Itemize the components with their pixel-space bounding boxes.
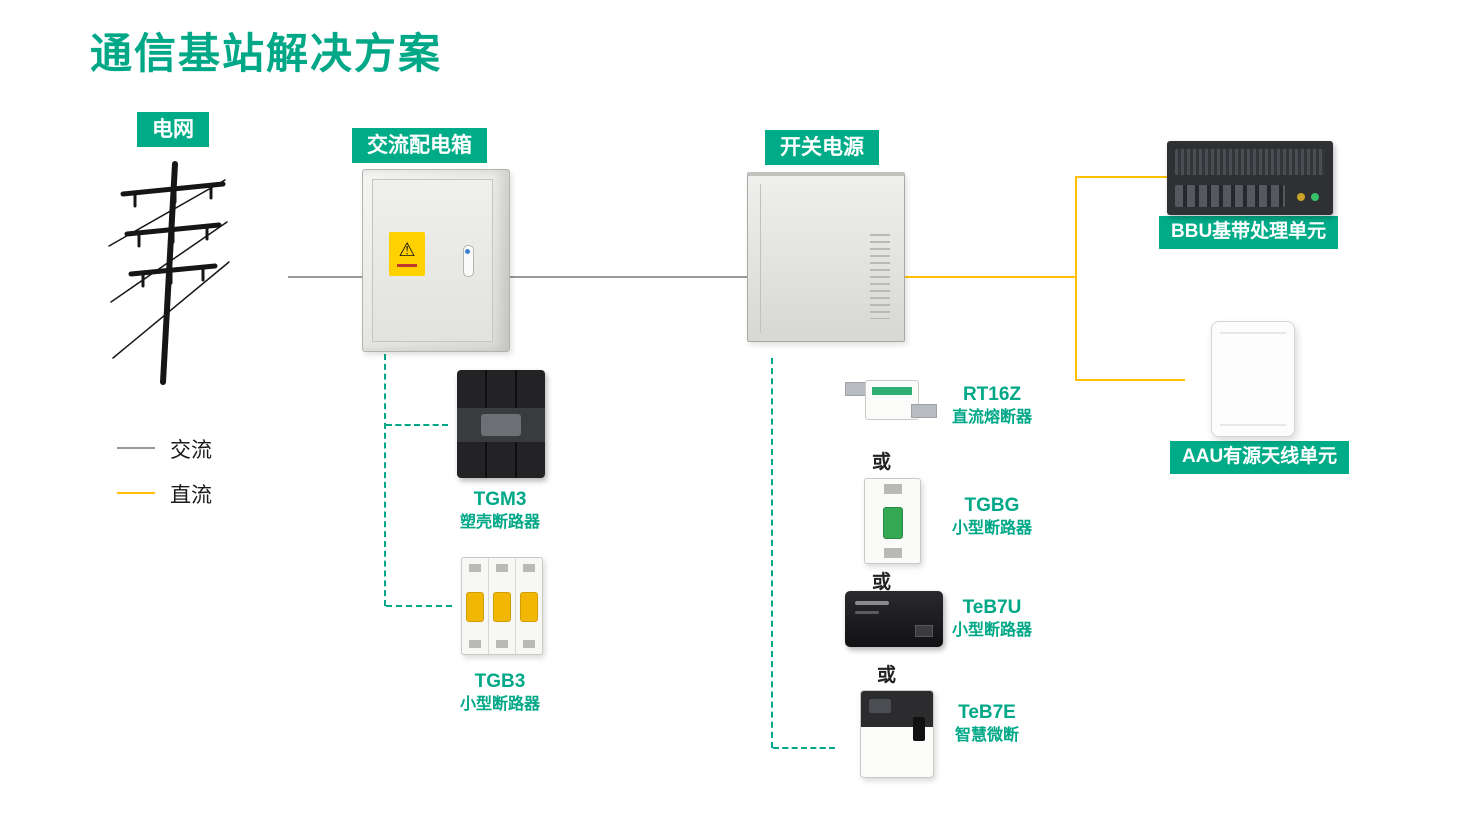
rt16z-label: RT16Z 直流熔断器 xyxy=(927,383,1057,428)
power-door-seam xyxy=(760,184,761,333)
tgbg-terminal-bottom xyxy=(883,548,902,558)
tgm3-desc: 塑壳断路器 xyxy=(459,513,540,531)
dashed-connector-acbox xyxy=(384,354,386,606)
label-grid: 电网 xyxy=(137,112,209,148)
tgbg-terminal-top xyxy=(883,484,902,494)
teb7e-screen xyxy=(869,699,891,713)
tgb3-pole xyxy=(462,558,489,654)
or-label-3: 或 xyxy=(877,665,897,686)
tgm3-name: TGM3 xyxy=(473,489,527,510)
tgb3-toggle xyxy=(493,592,511,622)
teb7e-desc: 智慧微断 xyxy=(954,726,1019,744)
legend-ac-line xyxy=(117,447,155,449)
tgb3-desc: 小型断路器 xyxy=(459,695,540,713)
aau-image xyxy=(1211,321,1295,437)
bbu-led-amber xyxy=(1297,193,1305,201)
tgb3-label: TGB3 小型断路器 xyxy=(435,670,565,715)
power-vents xyxy=(870,234,890,319)
dc-line-to-bbu xyxy=(1077,176,1170,178)
teb7e-image xyxy=(860,690,934,778)
dashed-connector-tgm3 xyxy=(386,424,448,426)
power-tower-illustration xyxy=(108,161,230,385)
tgbg-toggle xyxy=(882,507,903,539)
label-bbu: BBU基带处理单元 xyxy=(1159,216,1339,249)
switching-power-supply-image xyxy=(747,172,905,342)
warning-icon: ⚠ xyxy=(389,232,425,276)
or-label-1: 或 xyxy=(872,452,892,473)
tgb3-image xyxy=(461,557,543,655)
rt16z-body xyxy=(865,380,919,420)
tgbg-image xyxy=(864,478,921,564)
teb7u-detail-line1 xyxy=(855,601,889,605)
dashed-connector-power xyxy=(771,358,773,748)
aau-detail-bottom xyxy=(1220,424,1286,426)
bbu-image xyxy=(1167,141,1333,215)
dashed-connector-tgb3 xyxy=(386,605,452,607)
dashed-connector-teb7e xyxy=(773,747,835,749)
tgbg-label: TGBG 小型断路器 xyxy=(927,494,1057,539)
label-aau: AAU有源天线单元 xyxy=(1170,441,1350,474)
tgbg-name: TGBG xyxy=(964,495,1020,516)
warning-glyph: ⚠ xyxy=(398,240,416,261)
bbu-fins xyxy=(1175,149,1325,175)
label-switching-power: 开关电源 xyxy=(765,130,879,166)
page-title: 通信基站解决方案 xyxy=(90,30,443,77)
or-label-2: 或 xyxy=(872,572,892,593)
acbox-door: ⚠ xyxy=(372,179,493,342)
tgb3-toggle xyxy=(520,592,538,622)
tgb3-name: TGB3 xyxy=(474,671,526,692)
teb7u-port xyxy=(915,625,933,637)
label-ac-distribution-box: 交流配电箱 xyxy=(352,128,487,164)
aau-detail-top xyxy=(1220,332,1286,334)
teb7e-name: TeB7E xyxy=(958,702,1016,723)
bbu-led-green xyxy=(1311,193,1319,201)
rt16z-desc: 直流熔断器 xyxy=(951,408,1032,426)
teb7u-label: TeB7U 小型断路器 xyxy=(927,596,1057,641)
teb7u-image xyxy=(845,591,943,647)
bbu-ports xyxy=(1175,185,1285,207)
tgm3-label: TGM3 塑壳断路器 xyxy=(435,488,565,533)
tgb3-pole xyxy=(489,558,516,654)
tgb3-toggle xyxy=(466,592,484,622)
tgm3-band xyxy=(457,408,545,442)
teb7u-detail-line2 xyxy=(855,611,879,614)
acbox-handle xyxy=(463,244,474,277)
dc-line-from-power xyxy=(903,276,1077,278)
teb7u-name: TeB7U xyxy=(962,597,1022,618)
dc-line-vertical xyxy=(1075,176,1077,381)
ac-distribution-box-image: ⚠ xyxy=(362,169,510,352)
legend-dc-label: 直流 xyxy=(170,484,212,507)
tgm3-image xyxy=(457,370,545,478)
rt16z-image xyxy=(845,372,937,428)
ac-connection-line xyxy=(288,276,748,278)
legend-dc-line xyxy=(117,492,155,494)
dc-line-to-aau xyxy=(1077,379,1185,381)
tgbg-desc: 小型断路器 xyxy=(951,519,1032,537)
teb7u-desc: 小型断路器 xyxy=(951,621,1032,639)
teb7e-label: TeB7E 智慧微断 xyxy=(922,701,1052,746)
tgm3-toggle xyxy=(481,414,521,436)
tgb3-pole xyxy=(516,558,542,654)
rt16z-blade-right xyxy=(911,404,937,418)
rt16z-name: RT16Z xyxy=(962,384,1022,405)
legend-ac-label: 交流 xyxy=(170,439,212,462)
teb7e-toggle xyxy=(913,717,925,741)
